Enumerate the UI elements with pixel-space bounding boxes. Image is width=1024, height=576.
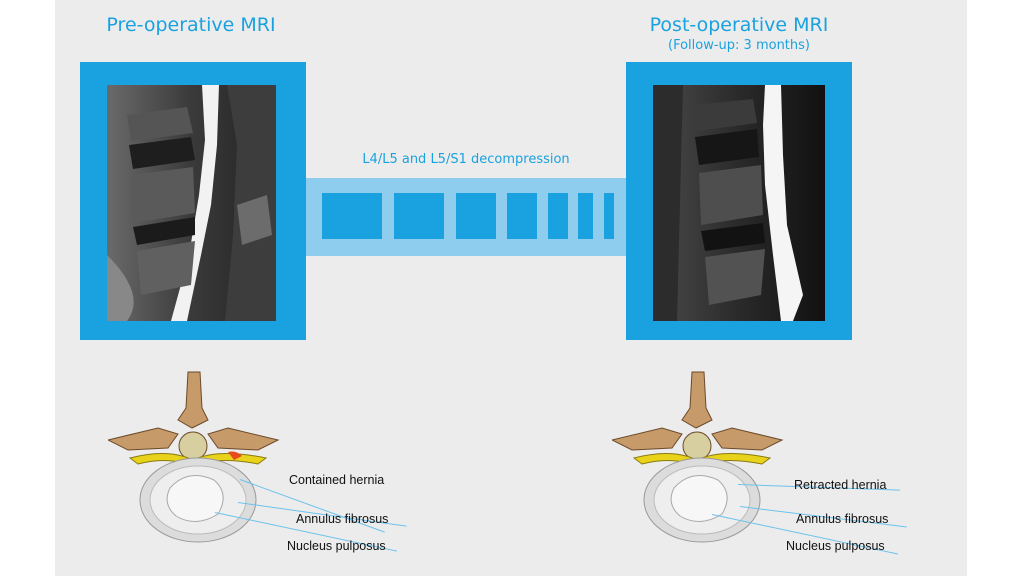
bridge-block (322, 193, 382, 239)
label-annulus-fibrosus-pre: Annulus fibrosus (296, 512, 389, 526)
bridge-block (507, 193, 537, 239)
label-contained-hernia: Contained hernia (289, 473, 385, 487)
label-annulus-fibrosus-post: Annulus fibrosus (796, 512, 889, 526)
post-op-subtitle: (Follow-up: 3 months) (668, 38, 810, 53)
bridge-block (548, 193, 568, 239)
bridge-block (456, 193, 496, 239)
label-nucleus-pulposus-pre: Nucleus pulposus (287, 539, 386, 553)
decompression-label: L4/L5 and L5/S1 decompression (362, 152, 570, 167)
pre-op-mri-image (107, 85, 276, 321)
bridge-block (604, 193, 614, 239)
post-op-mri-image (653, 85, 825, 321)
post-op-title: Post-operative MRI (649, 14, 829, 36)
label-nucleus-pulposus-post: Nucleus pulposus (786, 539, 885, 553)
pre-op-title: Pre-operative MRI (106, 14, 276, 36)
bridge-block (578, 193, 593, 239)
pre-op-vertebra-illustration (108, 371, 280, 543)
post-op-vertebra-illustration (612, 371, 784, 543)
label-retracted-hernia: Retracted hernia (794, 478, 887, 492)
bridge-block (394, 193, 444, 239)
